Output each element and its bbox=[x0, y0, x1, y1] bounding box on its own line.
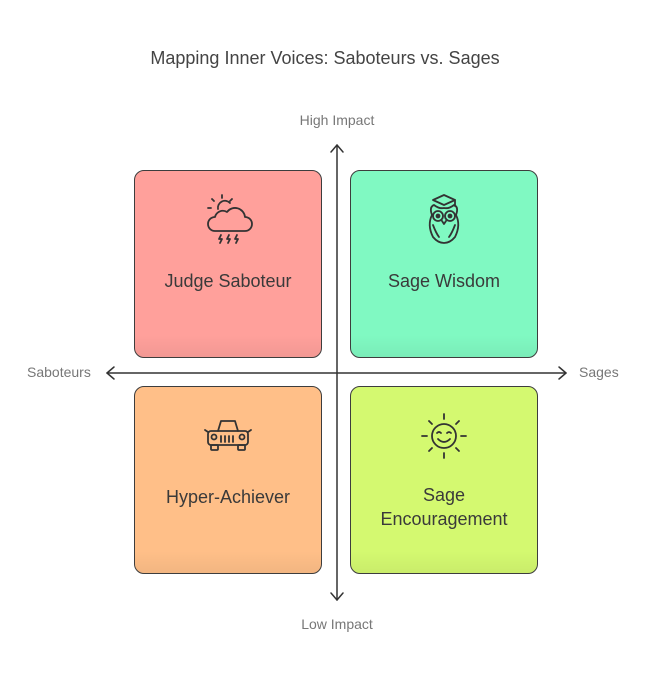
horizontal-axis-arrow-right bbox=[558, 366, 567, 380]
diagram-title: Mapping Inner Voices: Saboteurs vs. Sage… bbox=[150, 48, 500, 68]
vertical-axis-arrow-top bbox=[330, 144, 344, 153]
axis-label-right: Sages bbox=[579, 364, 619, 380]
owl-icon bbox=[428, 194, 460, 244]
quadrant-label: Hyper-Achiever bbox=[165, 487, 291, 507]
quadrant-sage-encouragement: Sage Encouragement bbox=[350, 386, 538, 574]
quadrant-judge-saboteur: Judge Saboteur bbox=[134, 170, 322, 358]
axis-label-bottom: Low Impact bbox=[301, 616, 373, 632]
quadrant-sage-wisdom: Sage Wisdom bbox=[350, 170, 538, 358]
quadrant-label: Sage Wisdom bbox=[387, 271, 501, 291]
vertical-axis-arrow-bottom bbox=[330, 592, 344, 601]
quadrant-label: Sage Encouragement bbox=[380, 485, 508, 529]
horizontal-axis-arrow-left bbox=[106, 366, 115, 380]
axis-label-left: Saboteurs bbox=[27, 364, 91, 380]
quadrant-label: Judge Saboteur bbox=[164, 271, 292, 291]
axis-label-top: High Impact bbox=[299, 112, 375, 128]
quadrant-hyper-achiever: Hyper-Achiever bbox=[134, 386, 322, 574]
smiling-sun-icon bbox=[421, 413, 467, 459]
storm-cloud-icon bbox=[207, 194, 253, 244]
car-icon bbox=[204, 420, 252, 451]
